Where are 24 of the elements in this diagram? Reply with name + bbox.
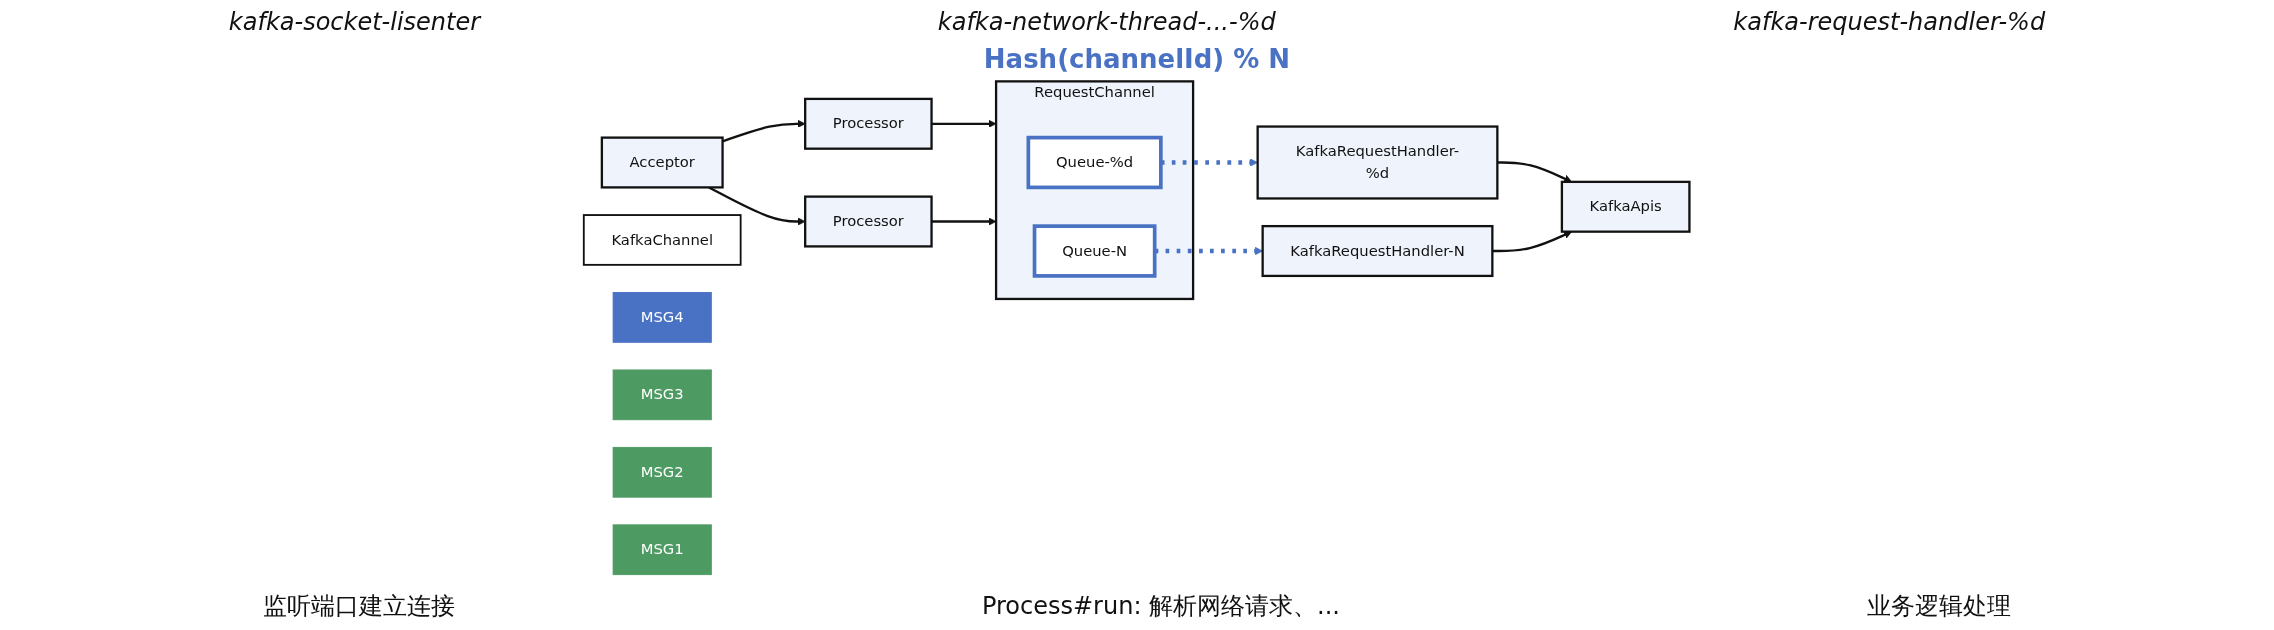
column-note: 监听端口建立连接	[263, 591, 456, 622]
column-note: 业务逻辑处理	[1866, 591, 2011, 622]
column-note: Process#run: 解析网络请求、...	[981, 591, 1340, 622]
node-box: KafkaRequestHandler-%d	[1256, 125, 1499, 200]
arrow	[1492, 231, 1573, 253]
column-heading: kafka-network-thread-...-%d	[937, 8, 1276, 36]
node-box: Processor	[804, 195, 934, 248]
node-box: Queue-%d	[1026, 135, 1164, 190]
node-box: MSG1	[613, 524, 713, 576]
arrow	[931, 217, 997, 226]
node-box: KafkaChannel	[583, 214, 742, 266]
node-box: MSG4	[613, 292, 713, 343]
column-heading: kafka-request-handler-%d	[1733, 8, 2046, 36]
node-box: Processor	[804, 97, 934, 150]
arrow	[722, 119, 806, 143]
node-box: KafkaRequestHandler-N	[1261, 224, 1494, 278]
node-box: KafkaApis	[1561, 180, 1691, 233]
node-box: MSG3	[613, 369, 713, 421]
hash-note: Hash(channelId) % N	[983, 44, 1291, 74]
node-box: Queue-N	[1033, 224, 1157, 278]
node-box: Acceptor	[601, 136, 725, 189]
column-heading: kafka-socket-lisenter	[228, 8, 481, 36]
node-box: MSG2	[613, 446, 713, 498]
arrow	[931, 119, 997, 128]
